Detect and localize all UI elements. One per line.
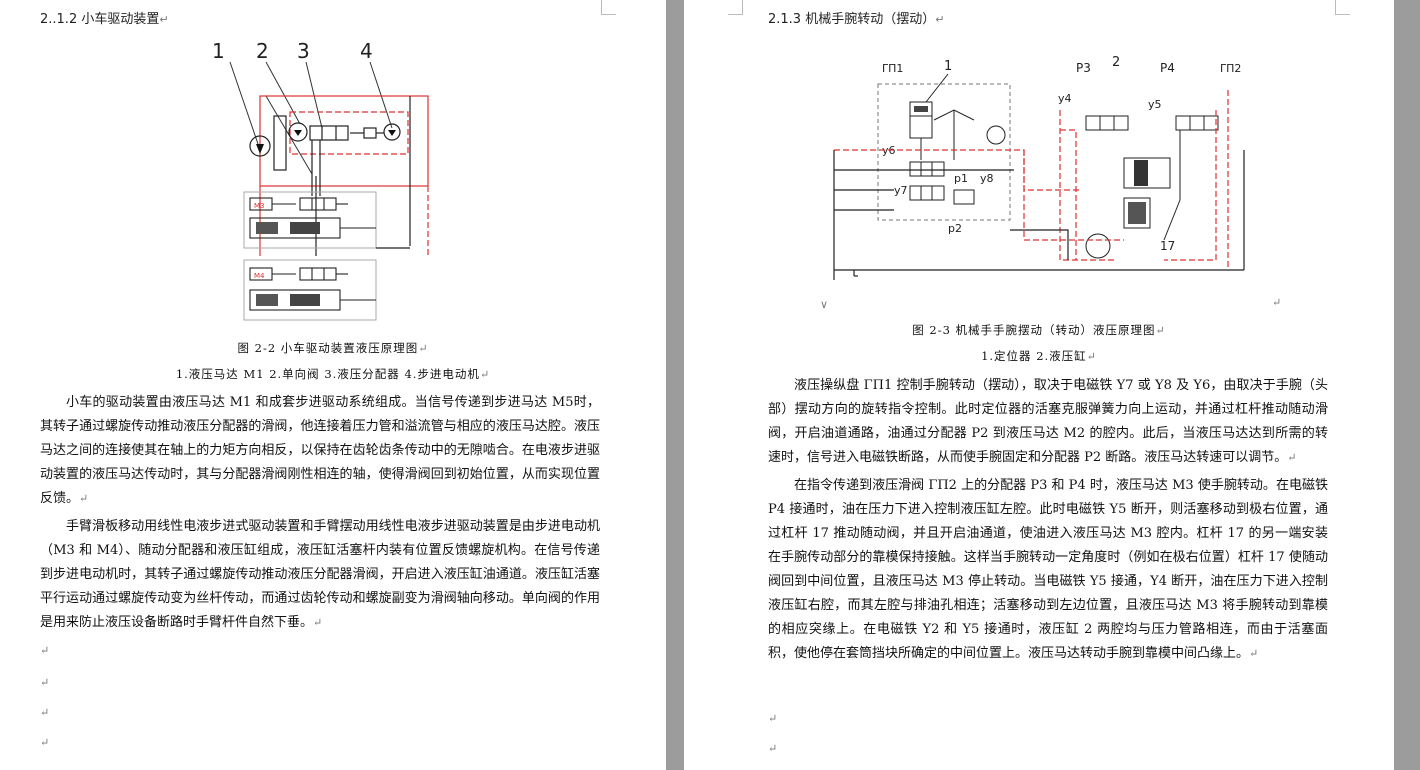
paragraph-1: 液压操纵盘 ΓΠ1 控制手腕转动（摆动），取决于电磁铁 Y7 或 Y8 及 Y6… <box>768 374 1328 470</box>
empty-paragraph-mark: ↵ <box>768 742 778 755</box>
motor-label-m3: M3 <box>254 202 265 210</box>
crop-mark <box>601 0 616 15</box>
diagram-label-2: 2 <box>256 39 269 63</box>
figure-legend-text: 1.定位器 2.液压缸 <box>981 349 1087 363</box>
label-y5: y5 <box>1148 98 1162 111</box>
section-heading: 2.1.3 机械手腕转动（摆动）↵ <box>768 8 944 27</box>
body-text: 液压操纵盘 ΓΠ1 控制手腕转动（摆动），取决于电磁铁 Y7 或 Y8 及 Y6… <box>768 374 1328 670</box>
label-y8: y8 <box>980 172 994 185</box>
paragraph-2: 在指令传递到液压滑阀 ΓΠ2 上的分配器 P3 和 P4 时，液压马达 M3 使… <box>768 474 1328 666</box>
paragraph-mark: ↵ <box>159 13 169 26</box>
left-page: 2..1.2 小车驱动装置↵ 1 2 3 4 <box>0 0 666 770</box>
hydraulic-diagram-cart-drive: 1 2 3 4 <box>212 39 429 321</box>
figure-caption: 图 2-2 小车驱动装置液压原理图↵ <box>0 340 666 356</box>
paragraph-mark: ↵ <box>79 492 89 505</box>
figure-caption-text: 图 2-3 机械手手腕摆动（转动）液压原理图 <box>912 323 1156 337</box>
section-heading-text: 2.1.3 机械手腕转动（摆动） <box>768 12 936 27</box>
paragraph-2-text: 手臂滑板移动用线性电液步进式驱动装置和手臂摆动用线性电液步进驱动装置是由步进电动… <box>40 519 600 630</box>
section-heading: 2..1.2 小车驱动装置↵ <box>40 8 169 27</box>
diagram-label-1: 1 <box>212 39 225 63</box>
motor-label-m4: M4 <box>254 272 265 280</box>
paragraph-1: 小车的驱动装置由液压马达 M1 和成套步进驱动系统组成。当信号传递到步进马达 M… <box>40 391 600 511</box>
paragraph-2: 手臂滑板移动用线性电液步进式驱动装置和手臂摆动用线性电液步进驱动装置是由步进电动… <box>40 515 600 635</box>
label-y4: y4 <box>1058 92 1072 105</box>
label-1: 1 <box>944 59 952 74</box>
figure-caption-text: 图 2-2 小车驱动装置液压原理图 <box>237 341 419 355</box>
paragraph-mark: ↵ <box>935 13 945 26</box>
diagram-label-4: 4 <box>360 39 373 63</box>
label-gp1: ΓΠ1 <box>882 62 903 75</box>
paragraph-mark: ↵ <box>1155 324 1166 337</box>
label-P3: P3 <box>1076 61 1091 75</box>
empty-paragraph-mark: ↵ <box>40 676 50 689</box>
empty-paragraph-mark: ↵ <box>40 706 50 719</box>
label-2: 2 <box>1112 55 1120 70</box>
body-text: 小车的驱动装置由液压马达 M1 和成套步进驱动系统组成。当信号传递到步进马达 M… <box>40 391 600 639</box>
paragraph-1-text: 小车的驱动装置由液压马达 M1 和成套步进驱动系统组成。当信号传递到步进马达 M… <box>40 395 600 506</box>
figure-caption: 图 2-3 机械手手腕摆动（转动）液压原理图↵ <box>684 322 1394 338</box>
paragraph-1-text: 液压操纵盘 ΓΠ1 控制手腕转动（摆动），取决于电磁铁 Y7 或 Y8 及 Y6… <box>768 378 1328 465</box>
empty-paragraph-mark: ↵ <box>768 712 778 725</box>
label-P4: P4 <box>1160 61 1175 75</box>
crop-mark <box>1335 0 1350 15</box>
figure-legend-text: 1.液压马达 M1 2.单向阀 3.液压分配器 4.步进电动机 <box>175 367 480 381</box>
paragraph-mark: ↵ <box>313 616 323 629</box>
section-heading-text: 2..1.2 小车驱动装置 <box>40 12 160 27</box>
figure-legend: 1.定位器 2.液压缸↵ <box>684 348 1394 364</box>
empty-paragraph-mark: ∨ <box>820 298 829 311</box>
hydraulic-diagram-wrist-rotation: ΓΠ1 1 y6 y7 p1 y8 p2 P3 2 P4 ΓΠ2 <box>833 55 1245 280</box>
empty-paragraph-mark: ↵ <box>40 644 50 657</box>
paragraph-mark: ↵ <box>1287 451 1297 464</box>
label-gp2: ΓΠ2 <box>1220 62 1241 75</box>
crop-mark <box>728 0 743 15</box>
empty-paragraph-mark: ↵ <box>1272 296 1282 309</box>
paragraph-mark: ↵ <box>418 342 429 355</box>
paragraph-2-text: 在指令传递到液压滑阀 ΓΠ2 上的分配器 P3 和 P4 时，液压马达 M3 使… <box>768 478 1328 661</box>
paragraph-mark: ↵ <box>1086 350 1097 363</box>
figure-legend: 1.液压马达 M1 2.单向阀 3.液压分配器 4.步进电动机↵ <box>0 366 666 382</box>
paragraph-mark: ↵ <box>479 368 491 381</box>
label-p1: p1 <box>954 172 968 185</box>
label-17: 17 <box>1160 239 1175 253</box>
paragraph-mark: ↵ <box>1249 647 1259 660</box>
right-page: 2.1.3 机械手腕转动（摆动）↵ ΓΠ1 1 y6 y7 p1 y8 p2 <box>684 0 1394 770</box>
label-p2: p2 <box>948 222 962 235</box>
empty-paragraph-mark: ↵ <box>40 736 50 749</box>
diagram-label-3: 3 <box>297 39 310 63</box>
label-y7: y7 <box>894 184 908 197</box>
